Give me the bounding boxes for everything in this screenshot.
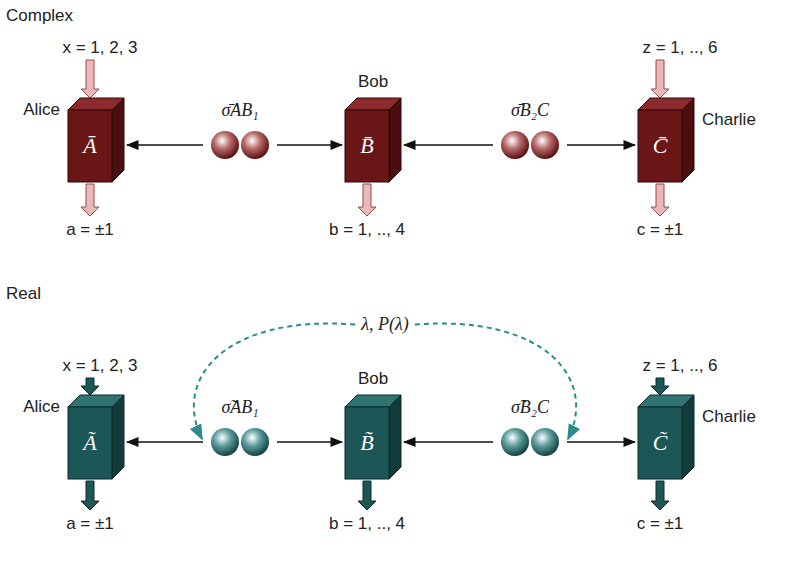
cube-side [682,98,694,182]
box-letter: Ã [68,407,112,479]
state-source: σ̄B₂C [495,100,565,162]
setting-label: a = ±1 [66,514,114,534]
cube-side [389,395,401,479]
cube-side [112,395,124,479]
setting-label: b = 1, .., 4 [329,220,405,240]
state-label: σ̄AB₁ [205,100,275,121]
setting-label: z = 1, .., 6 [642,38,717,58]
particle [241,428,269,456]
box-letter: Ā [68,110,112,182]
hidden-variable-label: λ, P(λ) [361,314,409,335]
cube-side [389,98,401,182]
state-arrow [277,144,342,146]
setting-label: x = 1, 2, 3 [62,356,137,376]
io-arrow [651,60,669,98]
dashed-arrow [194,323,355,439]
state-label: σ̄B₂C [495,100,565,121]
state-arrow [277,441,342,443]
party-box: BobB̄ [345,98,401,182]
io-arrow [651,481,669,510]
cube-side [112,98,124,182]
party-name: Bob [358,72,388,92]
panel-title: Real [6,284,41,304]
party-box: CharlieC̄ [638,98,694,182]
state-arrow [567,144,635,146]
cube-front [638,407,682,479]
setting-label: a = ±1 [66,220,114,240]
setting-label: c = ±1 [637,514,684,534]
particle [501,131,529,159]
box-letter: C̃ [638,407,682,479]
input-output-arrows [81,60,669,510]
cube-front [345,407,389,479]
setting-label: c = ±1 [637,220,684,240]
io-arrow [651,184,669,216]
state-source: σ̄AB₁ [205,100,275,162]
state-source: σ̃B₂C [495,397,565,459]
state-arrow [404,144,493,146]
particle [501,428,529,456]
particle [531,428,559,456]
setting-label: x = 1, 2, 3 [62,38,137,58]
party-name: Charlie [702,407,756,427]
party-name: Bob [358,369,388,389]
setting-label: z = 1, .., 6 [642,356,717,376]
io-arrow [358,481,376,510]
io-arrow [651,378,669,395]
party-box: CharlieC̃ [638,395,694,479]
io-arrow [81,378,99,395]
particle [241,131,269,159]
particle [531,131,559,159]
party-box: BobB̃ [345,395,401,479]
hidden-variable: λ, P(λ) [357,312,413,337]
box-letter: B̄ [345,110,389,182]
state-arrow [127,441,203,443]
particle [211,131,239,159]
party-name: Alice [23,397,60,417]
state-arrow [404,441,493,443]
io-arrow [358,184,376,216]
dashed-arrow [415,323,576,439]
state-label: σ̃AB₁ [205,397,275,418]
io-arrow [81,481,99,510]
cube-front [68,110,112,182]
setting-label: b = 1, .., 4 [329,514,405,534]
state-source: σ̃AB₁ [205,397,275,459]
party-box: AliceĀ [68,98,124,182]
state-label: σ̃B₂C [495,397,565,418]
state-arrow [567,441,635,443]
box-letter: B̃ [345,407,389,479]
cube-front [68,407,112,479]
cube-front [345,110,389,182]
state-arrow [127,144,203,146]
particle [211,428,239,456]
panel-title: Complex [6,6,73,26]
io-arrow [81,184,99,216]
cube-front [638,110,682,182]
cube-side [682,395,694,479]
party-box: AliceÃ [68,395,124,479]
party-name: Charlie [702,110,756,130]
io-arrow [81,60,99,98]
box-letter: C̄ [638,110,682,182]
party-name: Alice [23,100,60,120]
